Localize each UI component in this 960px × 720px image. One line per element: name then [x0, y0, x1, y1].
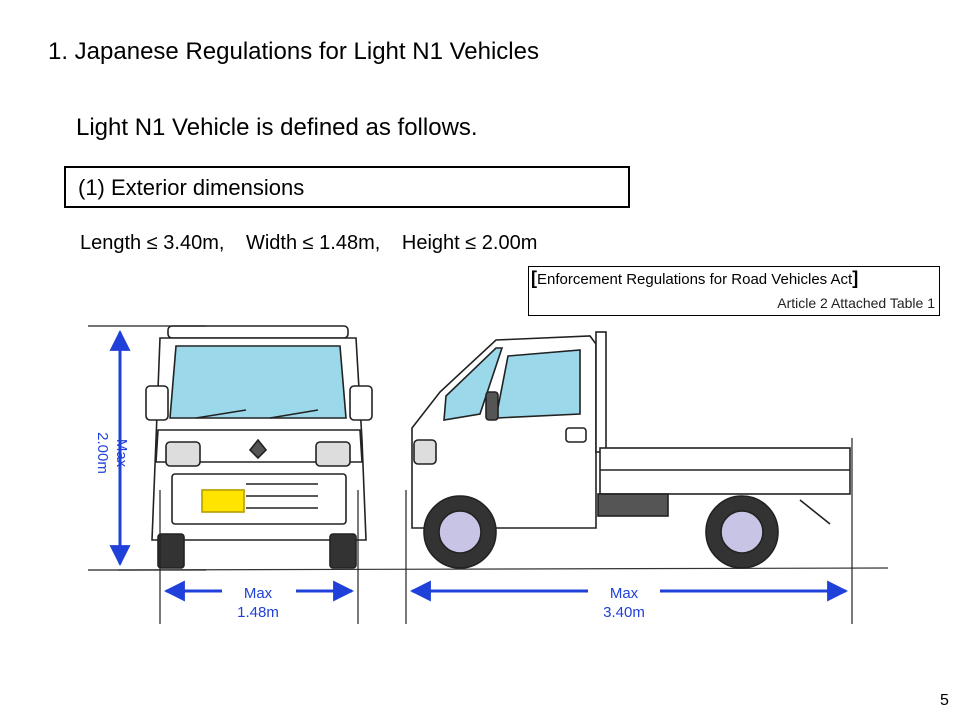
- door-handle-icon: [565, 427, 587, 443]
- dimension-limits: Length ≤ 3.40m, Width ≤ 1.48m, Height ≤ …: [80, 232, 553, 255]
- front-windshield: [169, 345, 347, 419]
- regulation-reference-box: [Enforcement Regulations for Road Vehicl…: [528, 266, 940, 316]
- length-dimension-label: Max 3.40m: [588, 584, 660, 622]
- side-windshield: [443, 347, 504, 421]
- length-label-text: Max 3.40m: [603, 585, 645, 621]
- length-limit: Length ≤ 3.40m,: [80, 232, 225, 254]
- extension-lines: [88, 325, 853, 624]
- side-mirror-icon: [485, 391, 499, 421]
- license-plate: [201, 489, 245, 513]
- width-limit: Width ≤ 1.48m,: [245, 232, 381, 254]
- left-front-wheel: [157, 533, 185, 569]
- regulation-title: [Enforcement Regulations for Road Vehicl…: [531, 268, 859, 288]
- width-label-text: Max 1.48m: [237, 585, 279, 621]
- vehicle-dimension-diagram: [88, 325, 889, 624]
- side-view-truck: [411, 331, 851, 569]
- height-label-text: Max 2.00m: [94, 432, 130, 474]
- left-headlight-icon: [165, 441, 201, 467]
- right-headlight-icon: [315, 441, 351, 467]
- side-headlight-icon: [413, 439, 437, 465]
- cargo-bed: [599, 447, 851, 495]
- front-view-truck: [145, 325, 373, 569]
- regulation-name: Enforcement Regulations for Road Vehicle…: [537, 271, 853, 288]
- ground-line: [117, 567, 889, 571]
- section-title: (1) Exterior dimensions: [78, 175, 305, 200]
- height-limit: Height ≤ 2.00m: [401, 232, 538, 254]
- left-mirror-icon: [145, 385, 169, 421]
- right-front-wheel: [329, 533, 357, 569]
- regulation-article: Article 2 Attached Table 1: [777, 295, 935, 311]
- section-header-box: (1) Exterior dimensions: [64, 166, 630, 208]
- width-dimension-label: Max 1.48m: [222, 584, 294, 622]
- definition-intro: Light N1 Vehicle is defined as follows.: [76, 114, 478, 141]
- open-bracket: [: [531, 268, 537, 288]
- close-bracket: ]: [852, 268, 859, 288]
- dimension-arrows: [109, 329, 849, 602]
- page-number: 5: [940, 692, 949, 709]
- page-title: 1. Japanese Regulations for Light N1 Veh…: [48, 38, 539, 65]
- height-dimension-label: Max 2.00m: [93, 403, 131, 503]
- side-window: [495, 349, 581, 419]
- right-mirror-icon: [349, 385, 373, 421]
